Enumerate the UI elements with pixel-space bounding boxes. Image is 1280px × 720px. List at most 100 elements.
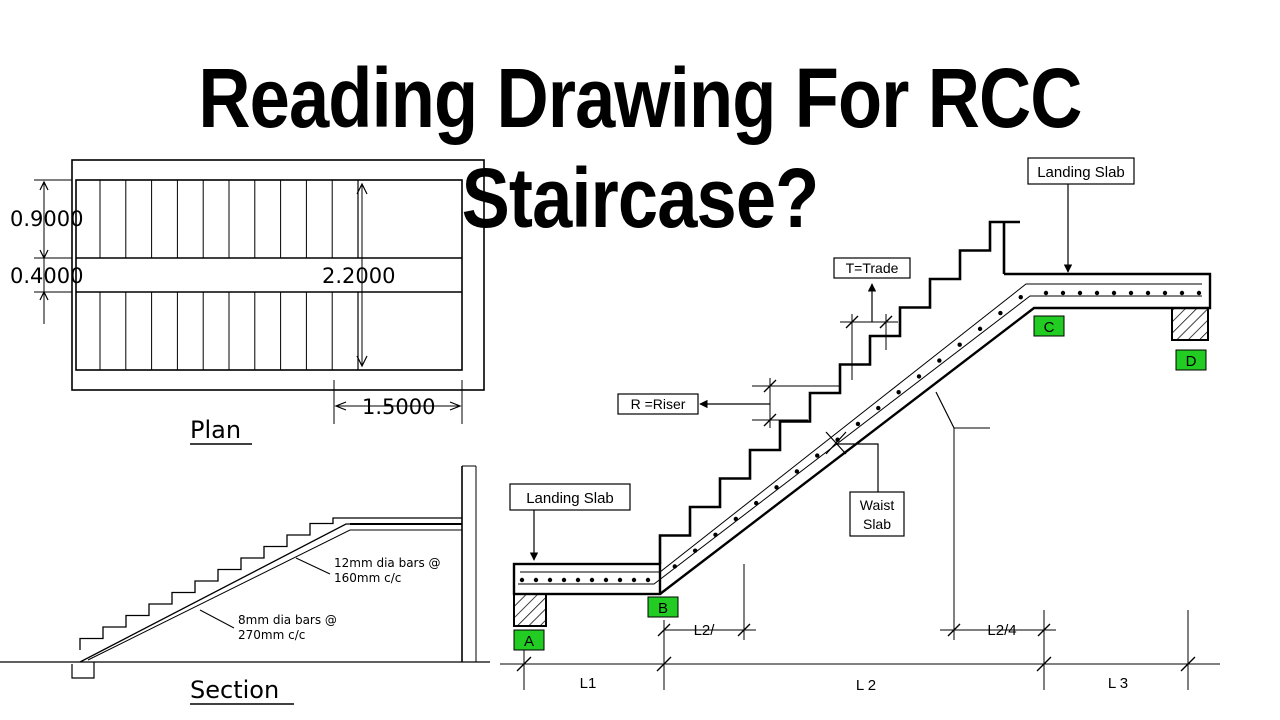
- plan-treads-upper: [99, 180, 359, 258]
- support-label-c: C: [1044, 319, 1055, 336]
- section-reinforcement-line: [87, 529, 462, 661]
- support-label-a: A: [524, 633, 534, 650]
- plan-inner-wall: [75, 179, 463, 371]
- rebar-dot: [617, 577, 623, 583]
- rebar-dot: [957, 342, 962, 347]
- riser-label-box: [617, 393, 699, 415]
- support-tag-c: [1033, 315, 1065, 337]
- section-note-top-2: 160mm c/c: [334, 571, 401, 585]
- dim-l2-half-label: L2/: [694, 622, 716, 639]
- rebar-dot: [794, 469, 800, 474]
- waist-slab-cross-mark: [825, 431, 847, 455]
- span-l2-label: L 2: [856, 677, 876, 694]
- rebar-dot: [603, 577, 609, 583]
- plan-width-dim-arrows: [334, 401, 462, 411]
- rebar-dot: [519, 577, 525, 583]
- span-tick-marks: [516, 656, 1196, 672]
- plan-treads-lower: [99, 292, 359, 370]
- riser-ticks: [763, 379, 777, 427]
- l2-quarter-ticks: [947, 623, 1051, 637]
- span-l3-label: L 3: [1108, 675, 1128, 692]
- plan-view: [34, 159, 485, 424]
- rebar-dot: [533, 577, 539, 583]
- section-note-bottom-1: 8mm dia bars @: [238, 613, 337, 627]
- rebar-dot: [733, 516, 739, 522]
- rebar-dot: [1094, 290, 1100, 296]
- support-tag-d: [1175, 349, 1207, 371]
- section-view-label: Section: [190, 676, 279, 704]
- rebar-dot: [1111, 290, 1117, 296]
- waist-slab-soffit: [659, 306, 1170, 595]
- section-footing: [71, 662, 95, 679]
- rebar-dot: [672, 564, 677, 569]
- plan-dim-height-label: 2.2000: [322, 264, 395, 288]
- waist-slab-leader: [836, 443, 879, 492]
- rebar-dot: [713, 532, 718, 537]
- waist-slab-label-line2: Slab: [863, 516, 891, 532]
- dim-l2-quarter-label: L2/4: [987, 622, 1016, 639]
- rebar-dot: [774, 485, 779, 490]
- rebar-dot: [1060, 290, 1066, 296]
- rebar-dot: [937, 358, 942, 363]
- l2-half-ticks: [657, 623, 751, 637]
- rebar-dot: [561, 577, 567, 583]
- rebar-dot: [815, 453, 820, 458]
- support-label-b: B: [658, 600, 668, 617]
- rebar-dot: [547, 577, 553, 583]
- support-label-d: D: [1186, 353, 1197, 370]
- rebar-dot: [645, 577, 651, 583]
- plan-dim-middle-label: 0.4000: [10, 264, 83, 288]
- waist-line-leader: [935, 391, 955, 429]
- staircase-detail: [500, 182, 1220, 690]
- section-note-bottom-2: 270mm c/c: [238, 628, 305, 642]
- support-d-block: [1171, 307, 1209, 341]
- lower-landing-label-box: [509, 483, 631, 511]
- riser-label: R =Riser: [631, 396, 686, 412]
- rebar-dot: [896, 390, 901, 395]
- rebar-dot: [575, 577, 581, 583]
- rebar-dot: [1128, 290, 1134, 296]
- waist-slab-label-line1: Waist: [860, 497, 895, 513]
- rebar-dot: [589, 577, 595, 583]
- rebar-dot: [1145, 290, 1151, 296]
- plan-dim-top-label: 0.9000: [10, 207, 83, 231]
- rebar-dot: [977, 326, 983, 332]
- rebar-dot: [1162, 290, 1168, 296]
- section-leader-top: [295, 557, 331, 575]
- rebar-dot: [1179, 290, 1185, 296]
- support-tag-b: [647, 596, 679, 618]
- rebar-dot: [1077, 290, 1083, 296]
- plan-outer-wall: [71, 159, 485, 391]
- plan-height-dim-arrows: [356, 182, 368, 368]
- rebar-dot: [1018, 295, 1023, 300]
- rebar-dot: [631, 577, 637, 583]
- rebar-dot: [998, 310, 1003, 316]
- rebar-dot: [835, 437, 840, 442]
- rebar-dot: [916, 374, 922, 379]
- page-title: Reading Drawing For RCC Staircase?: [198, 51, 1082, 245]
- rebar-dot: [754, 500, 759, 506]
- top-reinforcement-bar: [520, 283, 1202, 573]
- section-step-profile: [79, 517, 462, 650]
- rebar-dot: [1196, 290, 1202, 296]
- upper-landing-label-box: [1027, 157, 1135, 185]
- flight-step-profile: [658, 220, 1020, 564]
- span-l1-label: L1: [580, 675, 597, 692]
- upper-landing-slab: [1004, 272, 1212, 310]
- tread-label-box: [833, 257, 911, 279]
- plan-left-dim-ticks: [39, 180, 49, 301]
- rebar-dots: [519, 290, 1202, 583]
- tread-label: T=Trade: [846, 260, 899, 276]
- rebar-dot: [876, 405, 881, 411]
- plan-view-label: Plan: [190, 416, 241, 444]
- section-leader-bottom: [199, 609, 235, 629]
- upper-landing-label: Landing Slab: [1037, 164, 1125, 181]
- section-view: [0, 465, 490, 679]
- waist-slab-label-box: [849, 491, 905, 537]
- section-note-top-1: 12mm dia bars @: [334, 556, 441, 570]
- main-reinforcement-bar: [518, 295, 1202, 585]
- tread-ticks: [845, 315, 893, 329]
- rebar-dot: [1043, 290, 1049, 296]
